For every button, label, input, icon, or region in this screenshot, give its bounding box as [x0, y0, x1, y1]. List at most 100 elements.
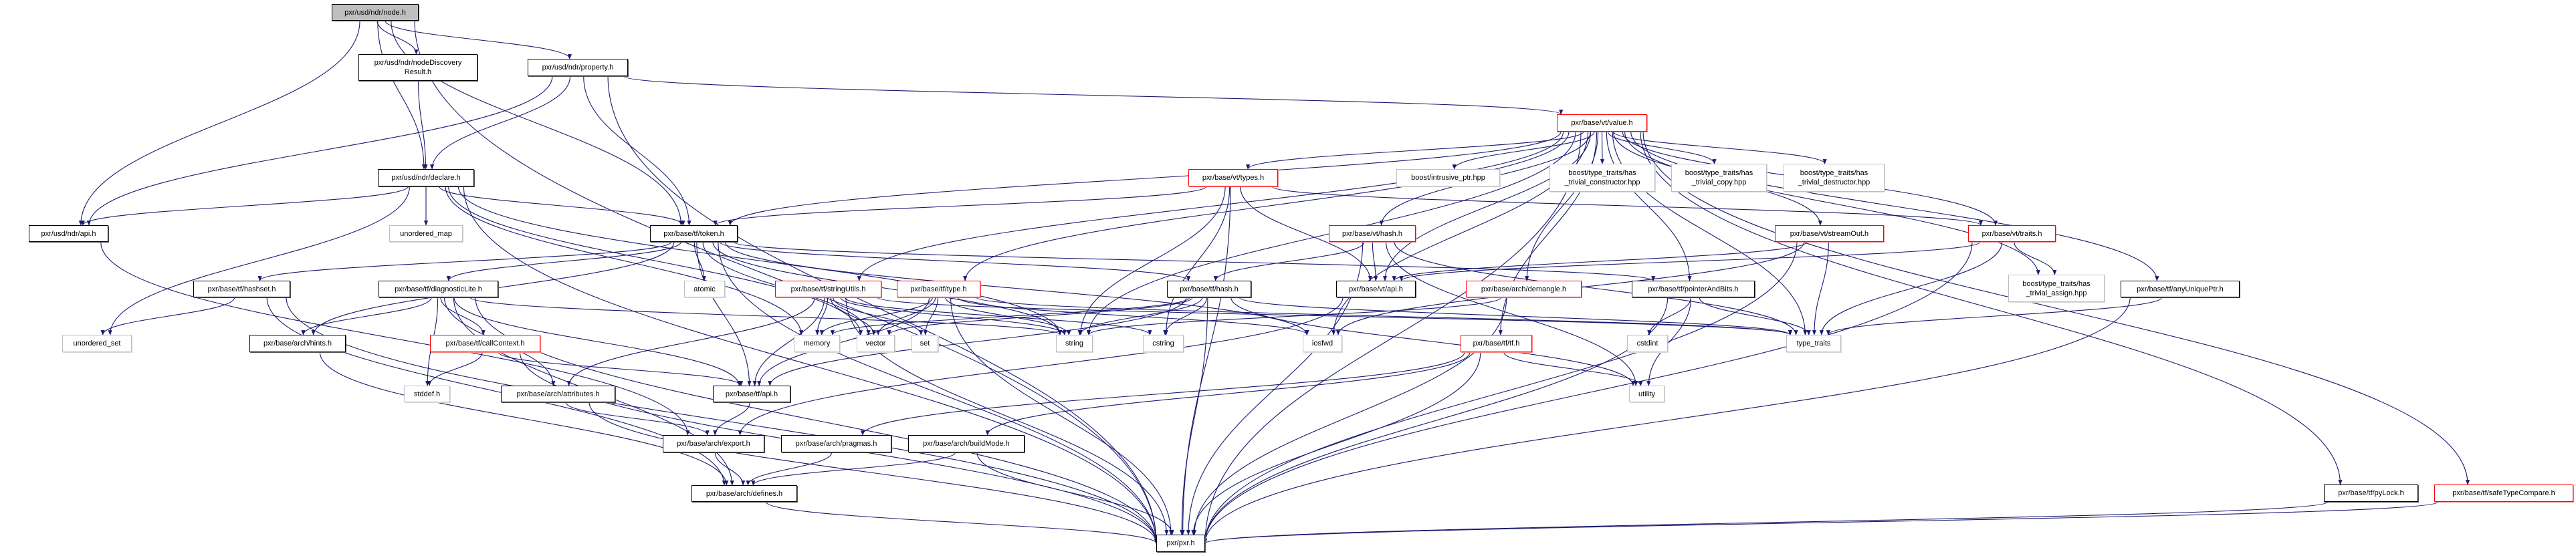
graph-node-hcopy: boost/type_traits/has _trivial_copy.hpp [1671, 164, 1767, 192]
edge-token-to-tfhash [719, 241, 1191, 281]
edge-stringutils-to-typetraits [877, 297, 1792, 335]
graph-node-pxr[interactable]: pxr/pxr.h [1156, 535, 1205, 552]
graph-node-hashset[interactable]: pxr/base/tf/hashset.h [193, 281, 290, 297]
edge-value-to-pxr [1202, 131, 1582, 544]
edge-pab-to-utility [1646, 297, 1692, 386]
edge-tfhash-to-string [1077, 297, 1203, 335]
edge-ndrapi-to-export [100, 241, 690, 436]
graph-node-node[interactable]: pxr/usd/ndr/node.h [332, 4, 419, 21]
graph-node-diaglite[interactable]: pxr/base/tf/diagnosticLite.h [379, 281, 498, 297]
graph-node-value[interactable]: pxr/base/vt/value.h [1557, 114, 1647, 132]
graph-node-traits[interactable]: pxr/base/vt/traits.h [1968, 225, 2056, 242]
graph-node-declare[interactable]: pxr/usd/ndr/declare.h [378, 169, 474, 186]
edge-demangle-to-string [1087, 297, 1502, 335]
edge-node-to-token [391, 20, 683, 226]
edge-value-to-type [963, 131, 1570, 281]
edge-node-to-ndres [377, 20, 419, 55]
graph-node-callctx[interactable]: pxr/base/tf/callContext.h [430, 335, 540, 352]
graph-node-stddef: stddef.h [404, 386, 450, 402]
edge-tf-to-buildmode [985, 352, 1471, 436]
graph-node-attributes[interactable]: pxr/base/arch/attributes.h [501, 386, 615, 402]
edge-stringutils-to-cstring [845, 297, 1152, 335]
edge-vthash-to-vtapi [1372, 241, 1378, 281]
graph-node-vthash[interactable]: pxr/base/vt/hash.h [1329, 225, 1416, 242]
edge-value-to-pylock [1640, 131, 2343, 485]
graph-node-tf[interactable]: pxr/base/tf/tf.h [1461, 335, 1532, 352]
graph-node-pragmas[interactable]: pxr/base/arch/pragmas.h [781, 435, 891, 452]
edge-stringutils-to-string [840, 297, 1067, 335]
graph-node-buildmode[interactable]: pxr/base/arch/buildMode.h [908, 435, 1025, 452]
graph-node-export[interactable]: pxr/base/arch/export.h [663, 435, 764, 452]
edge-hashset-to-uset [100, 297, 235, 335]
edge-node-to-property [385, 20, 572, 59]
edge-tfhash-to-utility [1230, 297, 1636, 386]
edge-vthash-to-utility [1385, 241, 1638, 386]
edge-traits-to-hassign [2014, 241, 2057, 275]
edge-diaglite-to-callctx [440, 297, 486, 335]
graph-node-token[interactable]: pxr/base/tf/token.h [650, 225, 738, 242]
edge-declare-to-ndrapi [80, 186, 409, 226]
graph-node-iosfwd: iosfwd [1303, 335, 1342, 352]
edge-callctx-to-stddef [427, 352, 483, 386]
edge-tfhash-to-pxr [1180, 297, 1208, 535]
edge-value-to-tf [1498, 131, 1598, 335]
edge-node-to-declare [377, 20, 427, 170]
graph-node-streamout[interactable]: pxr/base/vt/streamOut.h [1775, 225, 1884, 242]
edge-tfapi-to-export [713, 402, 750, 436]
edge-token-to-pxr [718, 241, 1159, 544]
edge-property-to-value [623, 76, 1563, 115]
edge-streamout-to-typetraits [1812, 241, 1829, 335]
edge-declare-to-string [457, 186, 1063, 335]
graph-node-safetc[interactable]: pxr/base/tf/safeTypeCompare.h [2434, 484, 2573, 502]
edge-value-to-stringutils [857, 131, 1564, 281]
edge-value-to-hcopy [1607, 131, 1717, 164]
edge-declare-to-memory [445, 186, 804, 335]
edge-tfhash-to-vector [887, 297, 1193, 335]
graph-node-property[interactable]: pxr/usd/ndr/property.h [528, 59, 628, 76]
edge-declare-to-pxr [463, 186, 1159, 544]
graph-node-hints[interactable]: pxr/base/arch/hints.h [249, 335, 346, 352]
edge-property-to-pxr [607, 76, 1159, 544]
edge-stringutils-to-attributes [566, 297, 815, 386]
edge-type-to-tfapi [757, 297, 930, 386]
graph-node-ndres[interactable]: pxr/usd/ndr/nodeDiscovery Result.h [358, 54, 477, 81]
edge-export-to-defines [714, 452, 746, 486]
edge-tf-to-pxr [1191, 352, 1481, 535]
edge-token-to-atomic [693, 241, 706, 281]
graph-node-stringutils[interactable]: pxr/base/tf/stringUtils.h [775, 281, 881, 297]
graph-node-pab[interactable]: pxr/base/tf/pointerAndBits.h [1632, 281, 1755, 297]
edge-stringutils-to-pxr [845, 297, 1169, 535]
graph-node-types[interactable]: pxr/base/vt/types.h [1188, 169, 1278, 186]
edge-attributes-to-export [565, 402, 710, 436]
graph-node-vtapi[interactable]: pxr/base/vt/api.h [1336, 281, 1416, 297]
edge-stringutils-to-vector [830, 297, 876, 335]
edge-vthash-to-typetraits [1394, 241, 1798, 335]
edge-streamout-to-vtapi [1392, 241, 1808, 281]
edge-declare-to-token [439, 186, 685, 226]
edge-value-to-types [1246, 131, 1584, 170]
edge-diaglite-to-hints [301, 297, 432, 335]
edge-property-to-declare [430, 76, 571, 170]
graph-node-demangle[interactable]: pxr/base/arch/demangle.h [1466, 281, 1582, 297]
edge-tfhash-to-memory [831, 297, 1190, 335]
edge-vtapi-to-export [738, 297, 1344, 436]
edge-value-to-anyuptr [1630, 131, 2159, 281]
edge-buildmode-to-defines [751, 452, 956, 486]
edge-types-to-string [1078, 186, 1226, 335]
graph-node-tfapi[interactable]: pxr/base/tf/api.h [713, 386, 790, 402]
edge-hashset-to-pxr [286, 297, 1159, 544]
graph-node-pylock[interactable]: pxr/base/tf/pyLock.h [2324, 484, 2418, 502]
edge-diaglite-to-tfapi [453, 297, 742, 386]
graph-node-type[interactable]: pxr/base/tf/type.h [897, 281, 980, 297]
graph-node-hassign: boost/type_traits/has _trivial_assign.hp… [2008, 275, 2105, 302]
edge-traits-to-pxr [1202, 241, 1973, 544]
edge-callctx-to-tfapi [498, 352, 744, 386]
edge-pab-to-typetraits [1699, 297, 1811, 335]
edge-value-to-vtapi [1382, 131, 1592, 281]
graph-node-ndrapi[interactable]: pxr/usd/ndr/api.h [29, 225, 108, 242]
edge-tfhash-to-tfapi [768, 297, 1187, 386]
graph-node-anyuptr[interactable]: pxr/base/tf/anyUniquePtr.h [2121, 281, 2240, 297]
graph-node-tfhash[interactable]: pxr/base/tf/hash.h [1167, 281, 1251, 297]
edge-pylock-to-pxr [1203, 501, 2329, 544]
graph-node-defines[interactable]: pxr/base/arch/defines.h [691, 485, 797, 502]
